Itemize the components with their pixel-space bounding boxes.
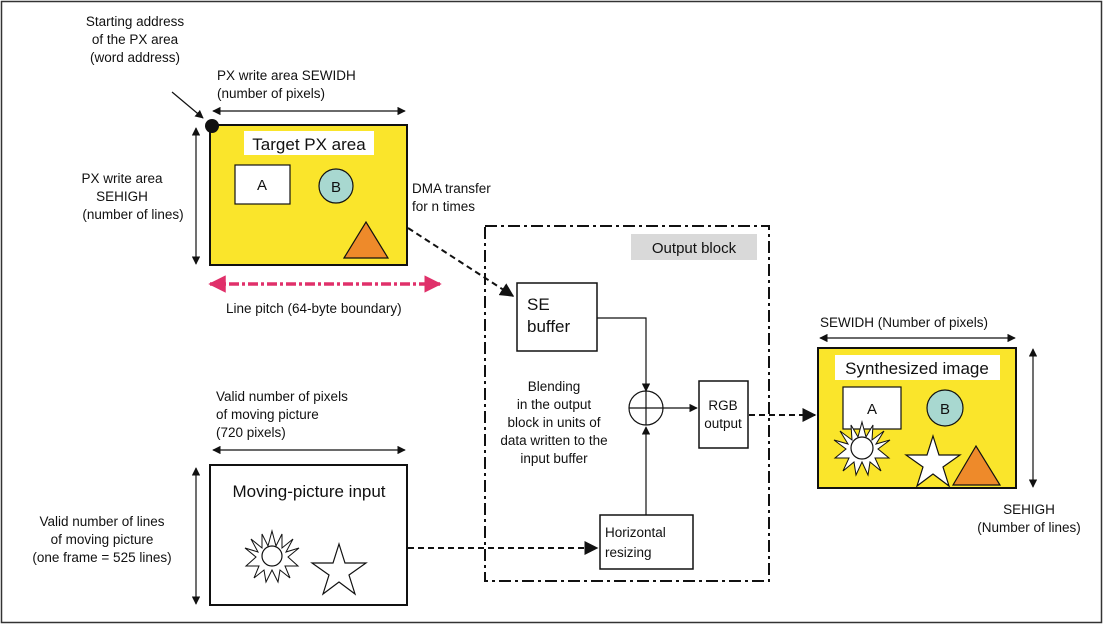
svg-text:B: B: [940, 401, 950, 418]
sun-icon: [244, 529, 300, 584]
svg-text:DMA transfer: DMA transfer: [412, 181, 491, 196]
svg-text:buffer: buffer: [527, 317, 571, 336]
start-address-pointer: [171, 91, 204, 119]
dma-arrow: [407, 227, 515, 297]
valid-pixels-label: Valid number of pixels of moving picture…: [216, 389, 348, 440]
star-icon: [310, 542, 368, 596]
svg-text:(word address): (word address): [90, 50, 180, 65]
svg-text:for n times: for n times: [412, 199, 475, 214]
target-px-area: Target PX area A B: [205, 119, 408, 266]
svg-text:block in units of: block in units of: [507, 415, 600, 430]
px-width-label: PX write area SEWIDH (number of pixels): [217, 68, 356, 101]
svg-text:A: A: [257, 177, 267, 194]
valid-lines-label: Valid number of lines of moving picture …: [32, 514, 171, 565]
svg-text:of the PX area: of the PX area: [92, 32, 179, 47]
circle-b: [318, 168, 354, 204]
synth-sun-icon: [833, 420, 891, 477]
synth-star-icon: [904, 434, 962, 488]
se-buffer-box: [516, 282, 598, 352]
target-px-area-title: Target PX area: [252, 135, 366, 154]
synth-orange-triangle: [951, 444, 1002, 486]
output-block-frame: [484, 225, 770, 582]
svg-text:B: B: [331, 179, 341, 196]
svg-text:in the output: in the output: [517, 397, 592, 412]
start-address-dot: [205, 119, 219, 133]
svg-text:Valid number of lines: Valid number of lines: [39, 514, 164, 529]
px-height-label: PX write area SEHIGH (number of lines): [81, 171, 183, 222]
svg-text:Starting address: Starting address: [86, 14, 185, 29]
svg-text:Horizontal: Horizontal: [605, 525, 666, 540]
orange-triangle: [342, 220, 390, 259]
synth-circle-b: [926, 389, 964, 427]
line-pitch-label: Line pitch (64-byte boundary): [226, 301, 402, 316]
adder-symbol: [628, 390, 664, 426]
sehigh-label: SEHIGH (Number of lines): [977, 502, 1081, 535]
svg-text:(Number of lines): (Number of lines): [977, 520, 1081, 535]
svg-text:resizing: resizing: [605, 545, 652, 560]
rgb-output-box: [698, 380, 749, 449]
box-a: [234, 164, 291, 205]
synthesized-image-title: Synthesized image: [845, 359, 989, 378]
rgb-output-label: RGB output: [704, 398, 742, 431]
svg-text:(720 pixels): (720 pixels): [216, 425, 286, 440]
svg-text:(number of pixels): (number of pixels): [217, 86, 325, 101]
svg-text:of moving picture: of moving picture: [216, 407, 319, 422]
horizontal-resizing-box: [599, 514, 694, 570]
se-buffer-label: SE buffer: [527, 295, 571, 336]
blending-label: Blending in the output block in units of…: [500, 379, 607, 466]
svg-text:of moving picture: of moving picture: [51, 532, 154, 547]
moving-picture-input-title: Moving-picture input: [232, 482, 385, 501]
svg-text:(number of lines): (number of lines): [82, 207, 183, 222]
svg-text:RGB: RGB: [708, 398, 737, 413]
svg-text:SE: SE: [527, 295, 550, 314]
svg-text:A: A: [867, 401, 877, 418]
synth-box-a: [842, 386, 902, 430]
output-block-title: Output block: [652, 240, 737, 257]
svg-text:SEHIGH: SEHIGH: [1003, 502, 1055, 517]
svg-text:Valid number of pixels: Valid number of pixels: [216, 389, 348, 404]
svg-text:data written to the: data written to the: [500, 433, 607, 448]
dma-transfer-label: DMA transfer for n times: [412, 181, 491, 214]
svg-text:output: output: [704, 416, 742, 431]
se-buffer-connector: [597, 317, 651, 392]
svg-text:SEHIGH: SEHIGH: [96, 189, 148, 204]
output-block-tag: [631, 234, 757, 260]
svg-text:input buffer: input buffer: [520, 451, 588, 466]
synthesized-image: Synthesized image A B: [817, 347, 1017, 489]
svg-text:PX write area SEWIDH: PX write area SEWIDH: [217, 68, 356, 83]
svg-text:(one frame = 525 lines): (one frame = 525 lines): [32, 550, 171, 565]
svg-text:PX write area: PX write area: [81, 171, 163, 186]
moving-picture-input-box: [209, 464, 408, 606]
horizontal-resizing-label: Horizontal resizing: [605, 525, 666, 560]
svg-text:Blending: Blending: [528, 379, 581, 394]
sewidh-label: SEWIDH (Number of pixels): [820, 315, 988, 330]
start-address-label: Starting address of the PX area (word ad…: [86, 14, 185, 65]
